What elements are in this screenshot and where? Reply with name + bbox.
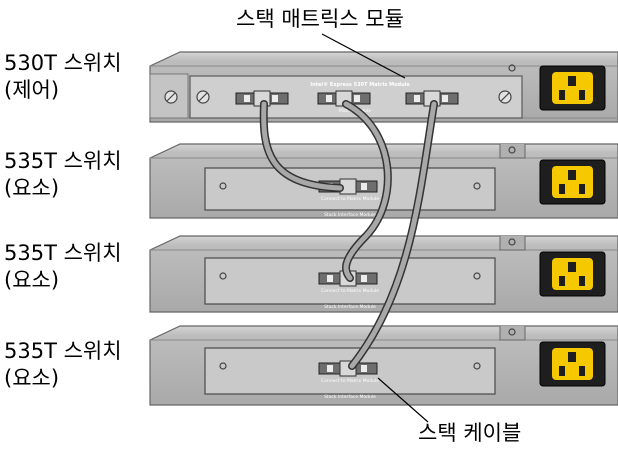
switch-unit-530t: Intel® Express 530T Matrix Module Matrix… [149, 51, 618, 123]
module-sublabel: Stack Interface Module [324, 212, 376, 218]
unit-model: 535T 스위치 [4, 241, 122, 265]
switch-unit-535t-3: Connect to Matrix Module Stack Interface… [149, 325, 618, 406]
matrix-module-leader-line [321, 33, 406, 79]
unit-label-535t-3: 535T 스위치 (요소) [4, 338, 122, 392]
connect-label: Connect to Matrix Module [321, 378, 379, 384]
unit-model: 530T 스위치 [4, 51, 122, 75]
stack-cables [259, 100, 438, 370]
unit-label-530t: 530T 스위치 (제어) [4, 50, 122, 104]
stack-cable-callout: 스택 케이블 [418, 421, 522, 445]
stack-cable-leader-line [377, 377, 429, 423]
unit-role: (요소) [4, 268, 60, 292]
unit-model: 535T 스위치 [4, 339, 122, 363]
connect-label: Connect to Matrix Module [321, 196, 379, 202]
matrix-module-callout: 스택 매트릭스 모듈 [236, 7, 404, 31]
unit-label-535t-2: 535T 스위치 (요소) [4, 240, 122, 294]
unit-label-535t-1: 535T 스위치 (요소) [4, 148, 122, 202]
matrix-module-brand-label: Intel® Express 530T Matrix Module [310, 82, 410, 88]
module-sublabel: Stack Interface Module [324, 394, 376, 400]
unit-role: (요소) [4, 176, 60, 200]
switch-unit-535t-2: Connect to Matrix Module Stack Interface… [149, 235, 618, 313]
stack-port [318, 360, 378, 377]
unit-role: (제어) [4, 78, 60, 102]
connect-label: Connect to Matrix Module [321, 288, 379, 294]
switch-unit-535t-1: Connect to Matrix Module Stack Interface… [149, 143, 618, 219]
unit-role: (요소) [4, 366, 60, 390]
unit-model: 535T 스위치 [4, 149, 122, 173]
module-sublabel: Stack Interface Module [324, 304, 376, 310]
